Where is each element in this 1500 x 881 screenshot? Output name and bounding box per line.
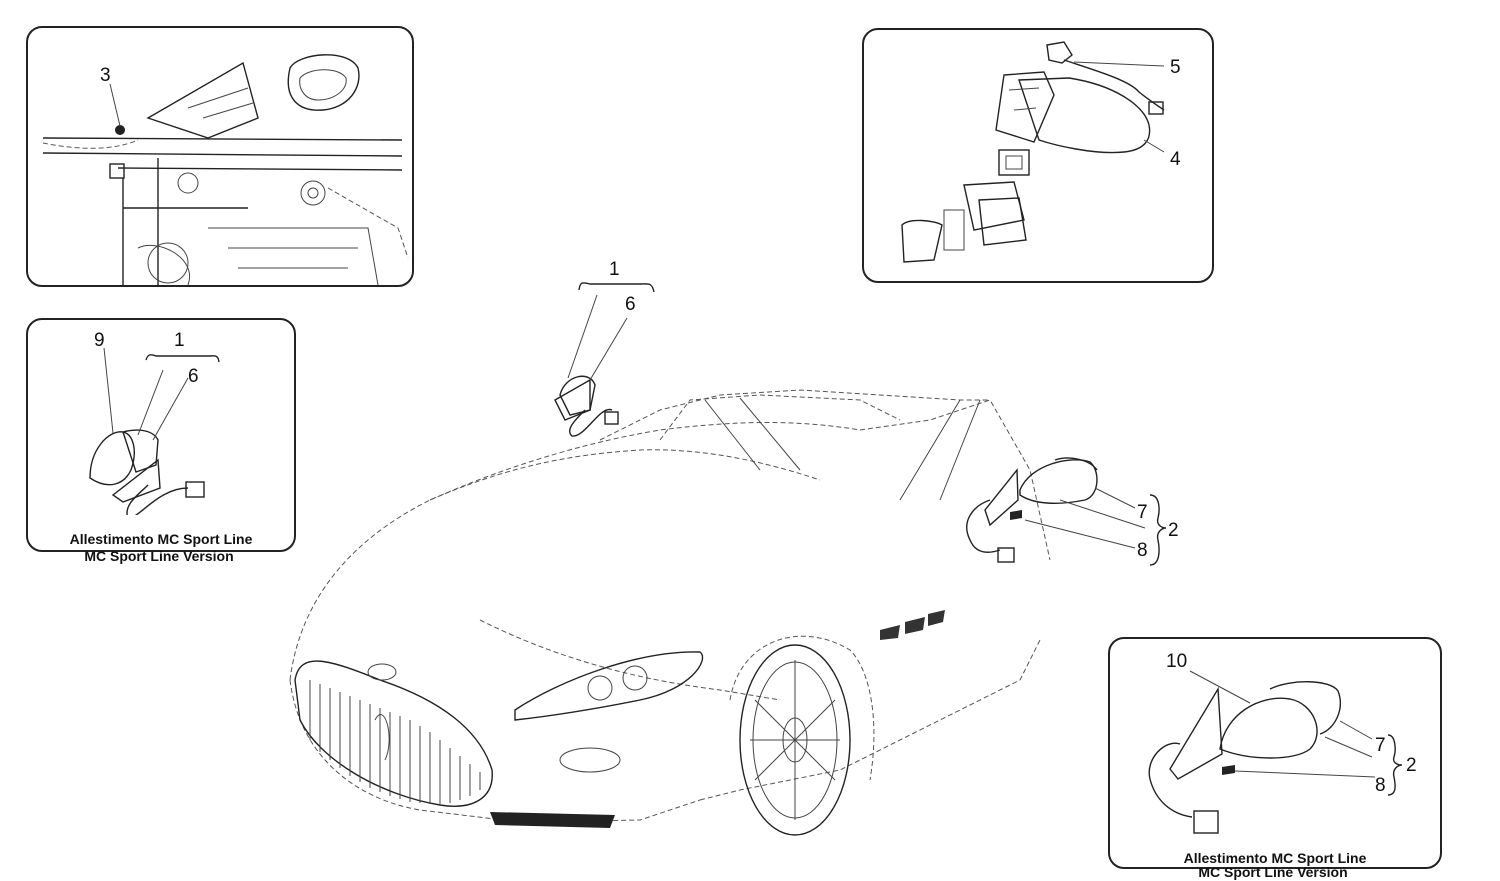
callout-9-left: 9 [94, 330, 105, 351]
inset-left-sport-line: 9 1 6 Allestimento MC Sport Line [26, 318, 296, 552]
caption-left-line2: MC Sport Line Version [84, 548, 234, 564]
callout-1-main: 1 [609, 259, 620, 280]
callout-2-main: 2 [1168, 520, 1179, 541]
right-mirror-part [966, 457, 1167, 566]
callout-2-br: 2 [1406, 755, 1417, 776]
mirror-glass-drawing: 5 4 [901, 41, 1181, 263]
callout-6-main: 6 [625, 294, 636, 315]
car-illustration [289, 389, 1051, 836]
caption-br-line2: MC Sport Line Version [1198, 864, 1348, 880]
inset-bottom-right-sport-line: 10 7 8 2 Allestimento MC Sport Line [1108, 637, 1442, 869]
sport-mirror-right-drawing: 10 7 8 2 [1148, 651, 1417, 834]
callout-5-topright: 5 [1170, 57, 1181, 78]
inset-top-right: 5 4 [862, 28, 1214, 283]
callout-10-br: 10 [1166, 651, 1187, 672]
callout-7-main: 7 [1137, 502, 1148, 523]
callout-1-left: 1 [174, 330, 185, 351]
sport-mirror-left-drawing: 9 1 6 [89, 330, 220, 515]
callout-8-main: 8 [1137, 540, 1148, 561]
door-interior-drawing: 3 [42, 54, 409, 285]
callout-8-br: 8 [1375, 775, 1386, 796]
caption-br-line1: Allestimento MC Sport Line [1183, 850, 1367, 866]
callout-6-left: 6 [188, 366, 199, 387]
callout-7-br: 7 [1375, 735, 1386, 756]
callout-4-topright: 4 [1170, 149, 1181, 170]
inset-top-left: 3 [26, 26, 414, 287]
callout-3-topleft: 3 [100, 65, 111, 86]
center-mirror-part [554, 282, 655, 437]
caption-left-line1: Allestimento MC Sport Line [69, 531, 253, 547]
